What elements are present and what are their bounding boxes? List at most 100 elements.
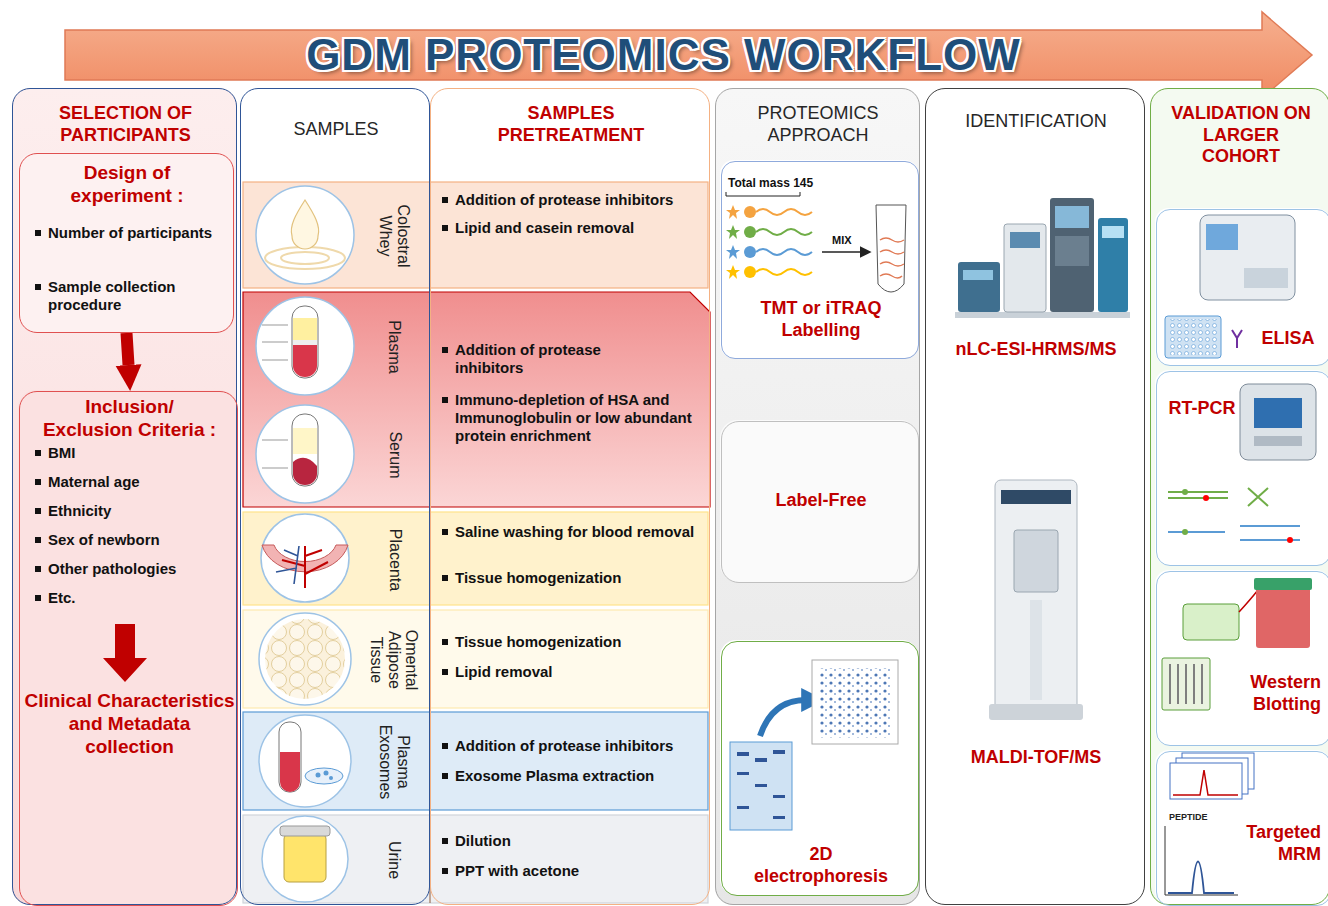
tmt-tags — [744, 206, 756, 218]
nlc-instrument — [1055, 206, 1089, 228]
gel-drawing — [737, 772, 749, 775]
maldi-instrument — [989, 480, 1083, 720]
gel-drawing — [773, 750, 785, 754]
tmt-tags — [744, 246, 756, 258]
column-grounds — [1155, 570, 1328, 745]
column-grounds — [12, 88, 1328, 905]
colostrum-drop — [291, 200, 318, 249]
elisa-drawing — [1232, 330, 1242, 348]
sample-label: Serum — [363, 408, 425, 501]
validation-box: ELISA — [1156, 209, 1328, 366]
title-arrow — [65, 12, 1312, 98]
bullet-text: Dilution — [441, 832, 703, 850]
box-text: Label-Free — [726, 490, 916, 512]
sample-bands — [243, 610, 708, 708]
placenta-drawing — [262, 545, 348, 588]
serum-tube — [293, 428, 317, 454]
gel-drawing — [818, 668, 892, 738]
column-panel: Addition of protease inhibitorsLipid and… — [430, 88, 710, 905]
box-text: SAMPLES PRETREATMENT — [471, 103, 671, 146]
box-text: PROTEOMICS APPROACH — [743, 103, 893, 146]
exosome-tube — [316, 773, 321, 778]
tmt-tags — [756, 249, 812, 255]
tmt-tags — [822, 251, 862, 253]
sample-label: Urine — [363, 823, 425, 897]
sample-bands — [243, 182, 708, 288]
box-text: Total mass 145 — [728, 176, 848, 190]
column-panel: IDENTIFICATIONnLC-ESI-HRMS/MSMALDI-TOF/M… — [925, 88, 1145, 905]
validation-box: Western Blotting — [1156, 571, 1328, 746]
gel-drawing — [755, 758, 767, 762]
tmt-tags — [726, 205, 740, 219]
bullet-text: Etc. — [34, 589, 229, 607]
bullet-text: Ethnicity — [34, 502, 229, 520]
gel-drawing — [760, 700, 806, 736]
sample-row: Placenta — [244, 513, 429, 606]
nlc-instrument — [1055, 236, 1089, 266]
elisa-drawing — [1165, 316, 1221, 358]
maldi-instrument — [1030, 600, 1042, 700]
column-panel: Design of experiment :Number of particip… — [12, 88, 237, 905]
exosome-tube — [305, 768, 343, 784]
bullet-text: Lipid removal — [441, 663, 703, 681]
tmt-tags — [744, 226, 756, 238]
serum-tube — [292, 414, 318, 486]
western-drawing — [1170, 664, 1202, 704]
gel-drawing — [755, 784, 767, 787]
inner-down-arrow — [103, 624, 147, 682]
elisa-drawing — [1168, 319, 1218, 355]
sample-row: Serum — [244, 401, 429, 508]
column-grounds — [720, 640, 918, 895]
western-drawing — [1162, 658, 1210, 710]
urine-cup — [284, 834, 326, 882]
column-grounds — [720, 160, 918, 358]
gel-drawing — [812, 660, 898, 744]
bullet-text: Maternal age — [34, 473, 229, 491]
mrm-drawing — [1165, 753, 1254, 895]
serum-tube — [293, 458, 317, 485]
sample-label: Plasma — [363, 300, 425, 394]
pcr-drawing — [1203, 495, 1209, 501]
column-panel: ELISART-PCRWestern BlottingPEPTIDETarget… — [1150, 88, 1328, 905]
sample-circles — [256, 186, 354, 902]
pcr-drawing — [1168, 488, 1268, 506]
pretreatment-row: Saline washing for blood removalTissue h… — [433, 513, 709, 606]
sample-circles — [256, 186, 354, 284]
column-grounds — [18, 390, 237, 905]
sample-label: Plasma Exosomes — [363, 720, 425, 804]
plasma-tube — [293, 345, 317, 377]
nlc-instrument — [958, 262, 1000, 312]
nlc-instrument — [955, 312, 1130, 318]
tmt-tags — [726, 192, 906, 292]
box-text: MIX — [832, 234, 872, 247]
box-text: RT-PCR — [1161, 398, 1243, 420]
western-drawing — [1239, 590, 1258, 612]
exosome-tube — [329, 776, 333, 780]
maldi-instrument — [995, 480, 1077, 710]
sample-bands — [243, 512, 708, 605]
pcr-drawing — [1254, 398, 1302, 428]
bullet-text: Saline washing for blood removal — [441, 523, 703, 541]
box-text: Inclusion/ Exclusion Criteria : — [39, 396, 220, 442]
gel-drawing — [730, 742, 792, 830]
tmt-tags — [756, 209, 812, 215]
tmt-tags — [726, 265, 740, 279]
bullet-text: Exosome Plasma extraction — [441, 767, 703, 785]
pretreatment-row: Tissue homogenizationLipid removal — [433, 611, 709, 709]
pcr-drawing — [1240, 384, 1316, 460]
column-grounds — [1150, 88, 1328, 905]
nlc-instrument — [1050, 198, 1094, 312]
box-text: Targeted MRM — [1239, 822, 1321, 865]
pcr-drawing — [1182, 529, 1188, 535]
tmt-tags — [726, 205, 740, 219]
pcr-drawing — [1182, 489, 1188, 495]
column-grounds — [1155, 750, 1328, 905]
sample-circles — [259, 715, 351, 807]
sample-row: Colostral Whey — [244, 183, 429, 289]
tmt-tags — [744, 266, 756, 278]
column-panel: Total mass 145MIXTMT or iTRAQ LabellingL… — [715, 88, 920, 905]
pretreatment-row: Addition of protease inhibitorsLipid and… — [433, 183, 709, 289]
plasma-tube — [293, 318, 317, 340]
sample-row: Urine — [244, 816, 429, 904]
column-grounds — [1155, 370, 1328, 565]
